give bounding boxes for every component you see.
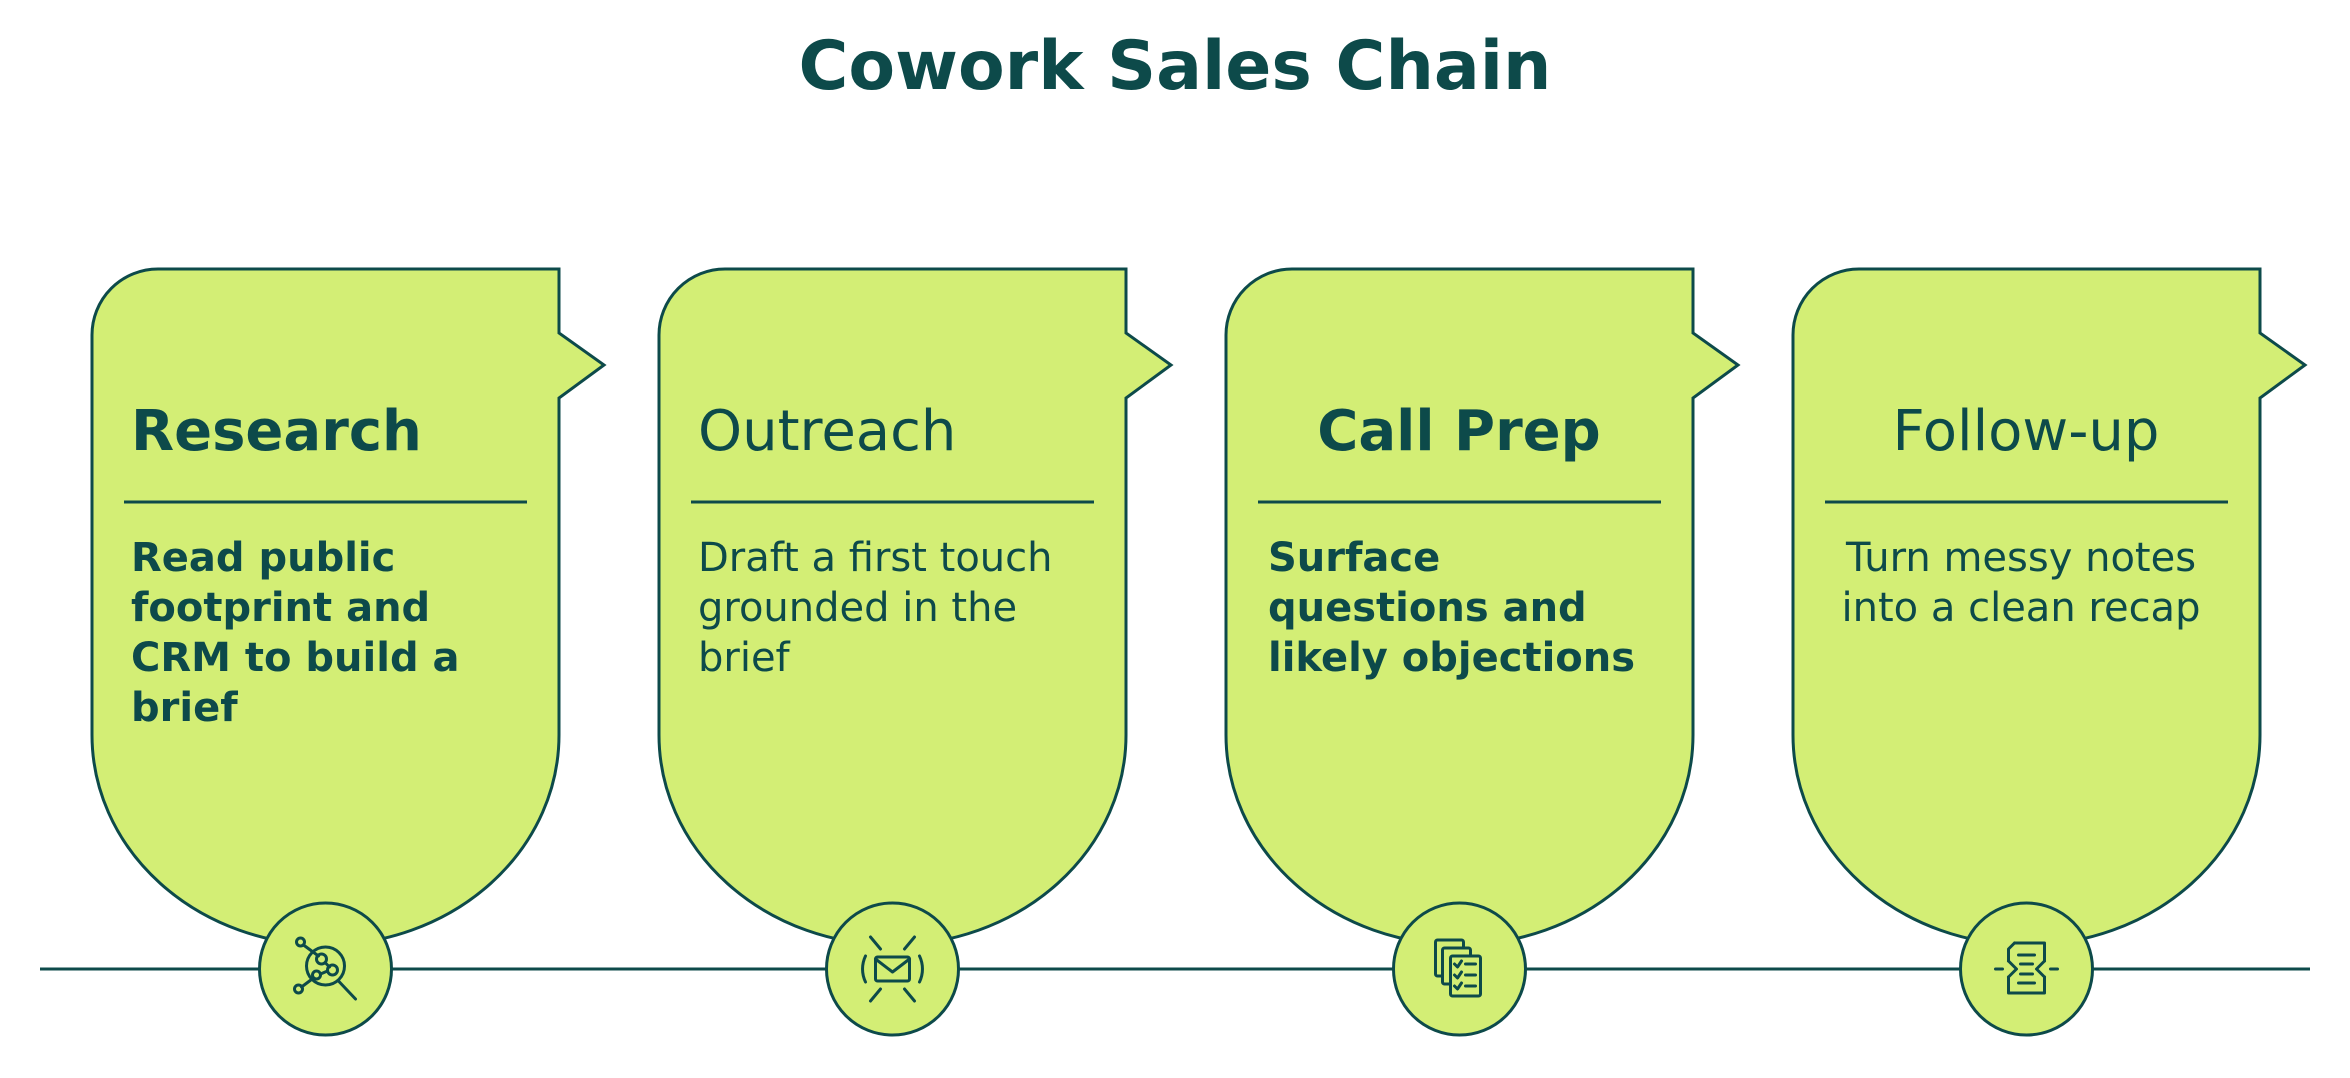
notes-recap-icon bbox=[1994, 941, 2059, 995]
step-description-outreach: Draft a first touch grounded in the brie… bbox=[698, 535, 1053, 681]
step-title-follow-up: Follow-up bbox=[1892, 399, 2160, 464]
step-icon-badge-follow-up bbox=[1959, 901, 2094, 1037]
step-title-outreach: Outreach bbox=[698, 399, 957, 464]
step-description-research: Read public footprint and CRM to build a… bbox=[131, 535, 460, 731]
step-title-call-prep: Call Prep bbox=[1317, 399, 1601, 464]
step-icon-badge-outreach bbox=[825, 901, 960, 1037]
step-description-call-prep: Surface questions and likely objections bbox=[1268, 535, 1636, 681]
step-title-research: Research bbox=[131, 399, 422, 464]
envelope-icon bbox=[861, 935, 924, 1003]
step-card-research bbox=[90, 267, 607, 947]
step-card-outreach bbox=[657, 267, 1174, 947]
research-network-search-icon bbox=[293, 936, 357, 1001]
diagram-title: Cowork Sales Chain bbox=[798, 27, 1552, 106]
checklist-documents-icon bbox=[1434, 938, 1482, 998]
step-icon-badge-research bbox=[258, 901, 393, 1037]
step-description-follow-up: Turn messy notes into a clean recap bbox=[1841, 535, 2201, 631]
step-card-call-prep bbox=[1224, 267, 1741, 947]
step-card-follow-up bbox=[1791, 267, 2308, 947]
